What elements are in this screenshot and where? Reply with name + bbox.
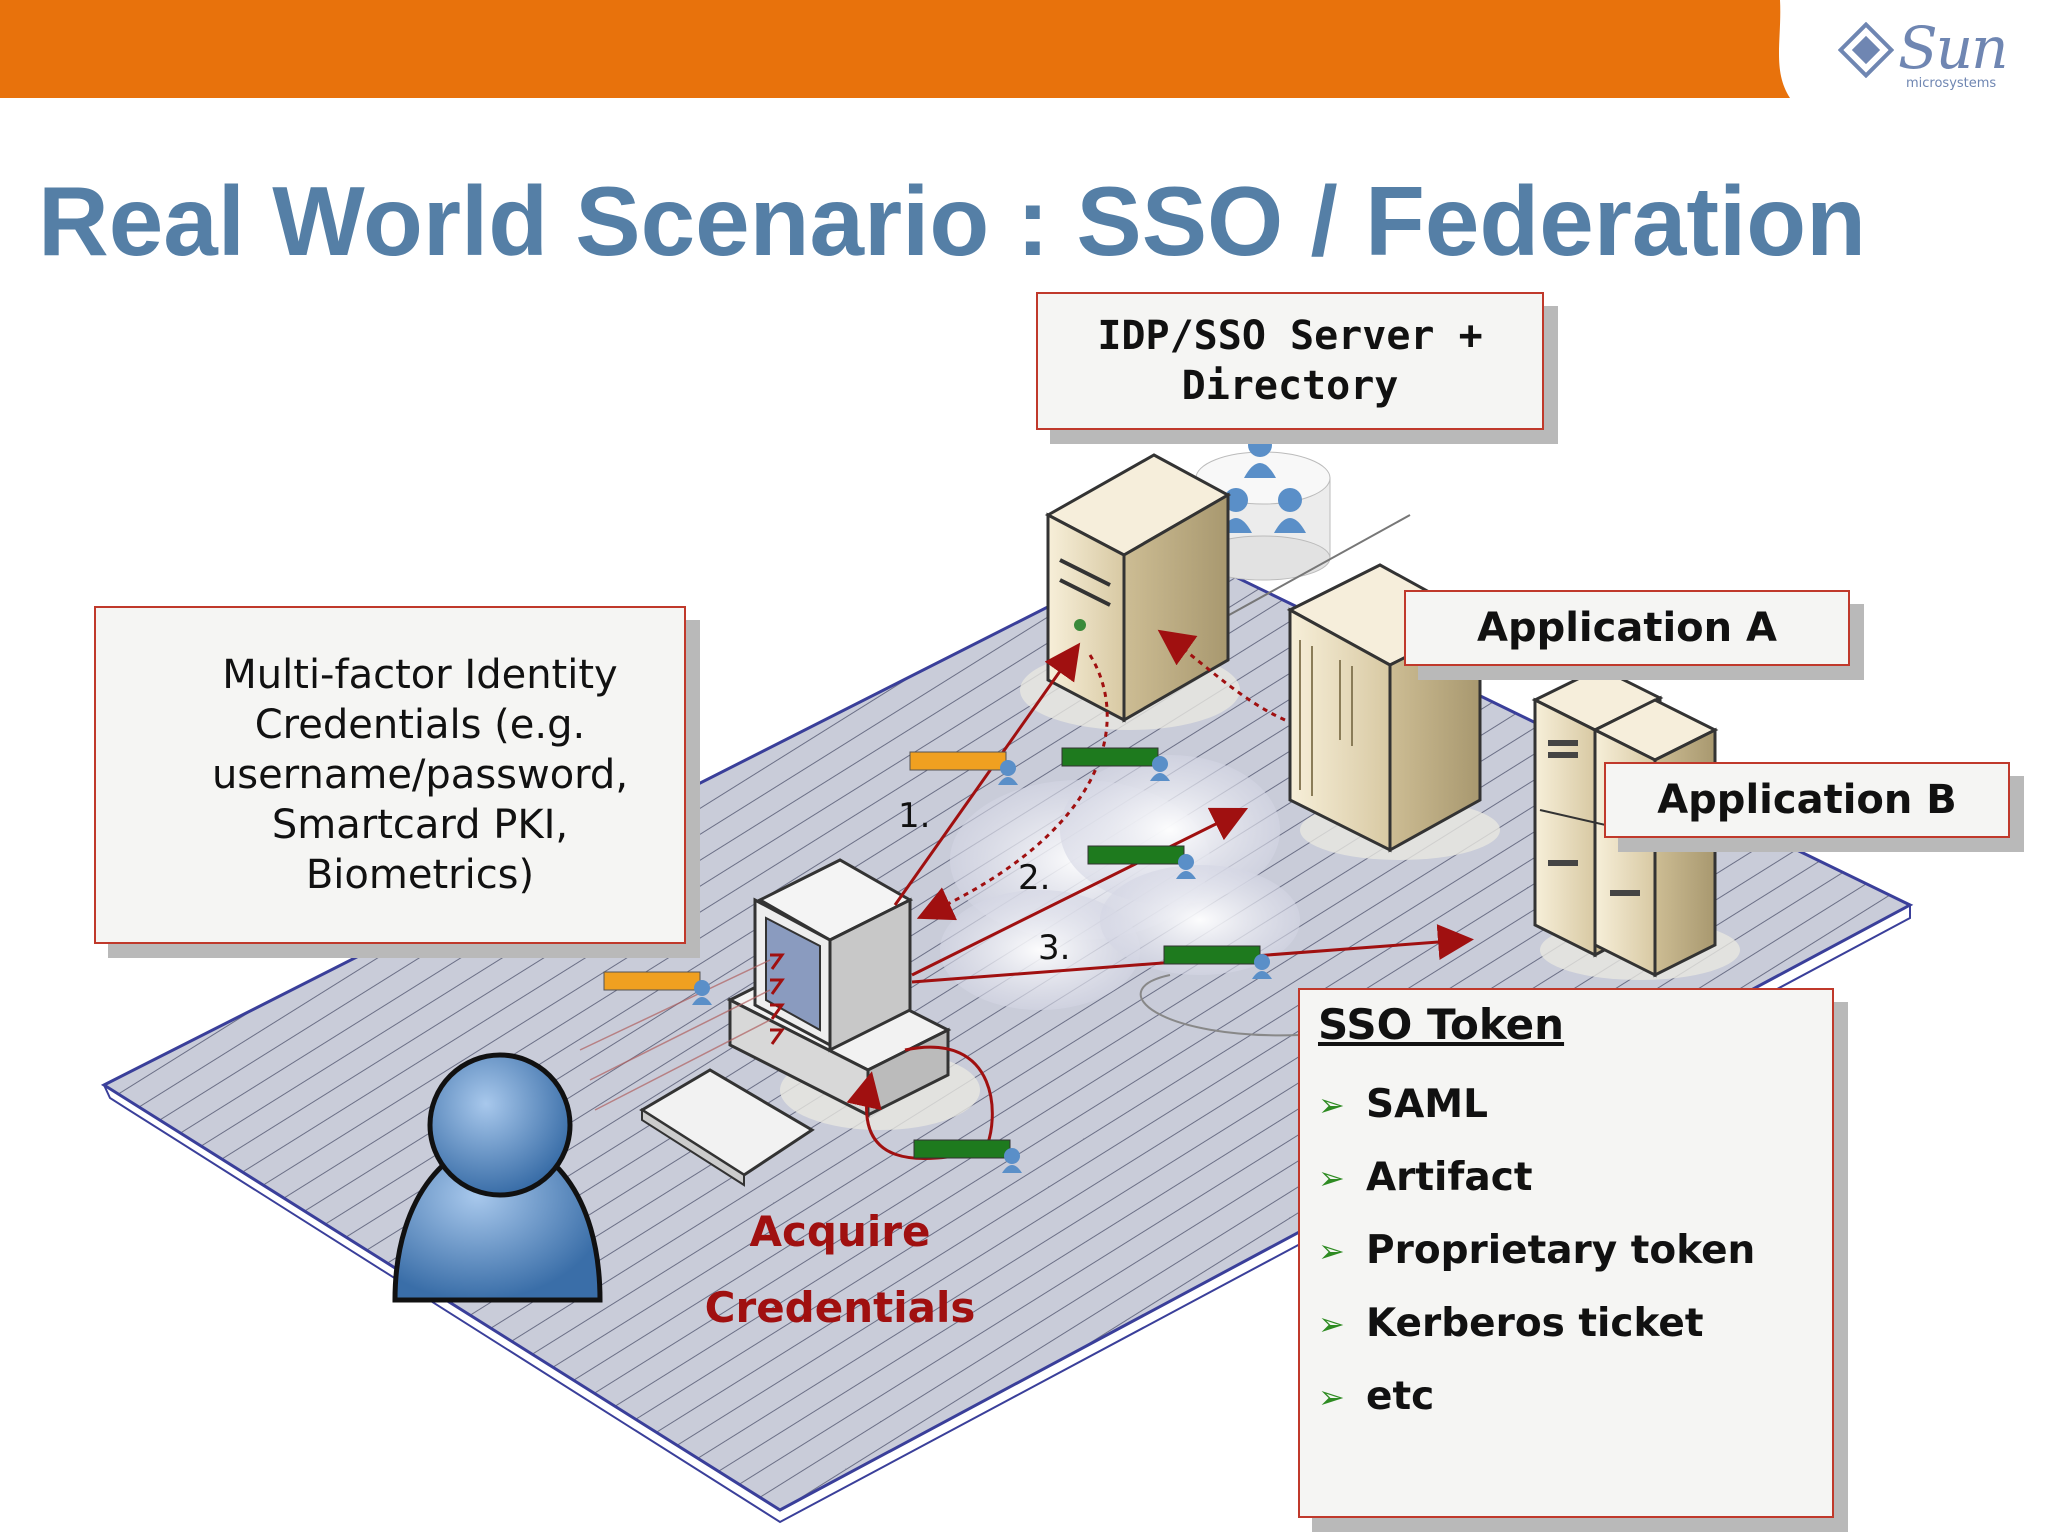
list-item-label: Artifact bbox=[1366, 1155, 1533, 1200]
list-item: ➢ etc bbox=[1318, 1360, 1755, 1433]
arrow-bullet-icon: ➢ bbox=[1318, 1377, 1345, 1416]
token-green-1 bbox=[1061, 747, 1170, 781]
user-person-icon bbox=[392, 1052, 603, 1303]
idp-server bbox=[1020, 453, 1240, 730]
step-3-label: 3. bbox=[1038, 928, 1071, 968]
idp-line-2: Directory bbox=[1181, 363, 1399, 409]
token-green-4 bbox=[913, 1139, 1022, 1173]
idp-sso-server-box: IDP/SSO Server + Directory bbox=[1036, 292, 1544, 430]
mfa-line-3: username/password, bbox=[211, 752, 629, 798]
acquire-line-1: Acquire bbox=[749, 1207, 931, 1256]
mfa-line-1: Multi-factor Identity bbox=[222, 652, 618, 698]
sso-token-title: SSO Token bbox=[1318, 1000, 1565, 1049]
list-item-label: Proprietary token bbox=[1366, 1228, 1756, 1273]
mfa-line-2: Credentials (e.g. bbox=[254, 702, 586, 748]
token-orange-2 bbox=[603, 971, 712, 1005]
list-item: ➢ Kerberos ticket bbox=[1318, 1287, 1755, 1360]
list-item-label: etc bbox=[1366, 1374, 1435, 1419]
token-orange-1 bbox=[909, 751, 1018, 785]
arrow-bullet-icon: ➢ bbox=[1318, 1158, 1345, 1197]
desktop-computer bbox=[639, 858, 980, 1187]
list-item: ➢ Artifact bbox=[1318, 1141, 1755, 1214]
multi-factor-credentials-box: Multi-factor Identity Credentials (e.g. … bbox=[94, 606, 686, 944]
list-item-label: Kerberos ticket bbox=[1366, 1301, 1704, 1346]
top-banner bbox=[0, 0, 1790, 98]
sso-token-list: ➢ SAML ➢ Artifact ➢ Proprietary token ➢ Kerb… bbox=[1318, 1068, 1755, 1433]
token-green-3 bbox=[1163, 945, 1272, 979]
arrow-bullet-icon: ➢ bbox=[1318, 1085, 1345, 1124]
list-item: ➢ SAML bbox=[1318, 1068, 1755, 1141]
arrow-bullet-icon: ➢ bbox=[1318, 1304, 1345, 1343]
mfa-line-4: Smartcard PKI, bbox=[271, 802, 569, 848]
sun-logo-word: Sun bbox=[1898, 14, 2008, 82]
list-item: ➢ Proprietary token bbox=[1318, 1214, 1755, 1287]
sun-logo: Sun microsystems bbox=[1838, 14, 2008, 98]
list-item-label: SAML bbox=[1366, 1082, 1488, 1127]
application-b-box: Application B bbox=[1604, 762, 2010, 838]
sso-token-box: SSO Token ➢ SAML ➢ Artifact ➢ Proprietary t… bbox=[1298, 988, 1834, 1518]
acquire-line-2: Credentials bbox=[704, 1283, 976, 1332]
slide-title: Real World Scenario : SSO / Federation bbox=[38, 166, 1866, 276]
step-1-label: 1. bbox=[898, 796, 931, 836]
idp-line-1: IDP/SSO Server + bbox=[1097, 313, 1483, 359]
mfa-line-5: Biometrics) bbox=[305, 852, 535, 898]
step-2-label: 2. bbox=[1018, 858, 1051, 898]
acquire-credentials-label: Acquire Credentials bbox=[690, 1194, 990, 1346]
application-a-server bbox=[1286, 563, 1500, 860]
token-green-2 bbox=[1087, 845, 1196, 879]
arrow-bullet-icon: ➢ bbox=[1318, 1231, 1345, 1270]
application-a-box: Application A bbox=[1404, 590, 1850, 666]
sun-logo-icon bbox=[1838, 22, 1894, 78]
sun-logo-subtitle: microsystems bbox=[1906, 76, 1997, 91]
